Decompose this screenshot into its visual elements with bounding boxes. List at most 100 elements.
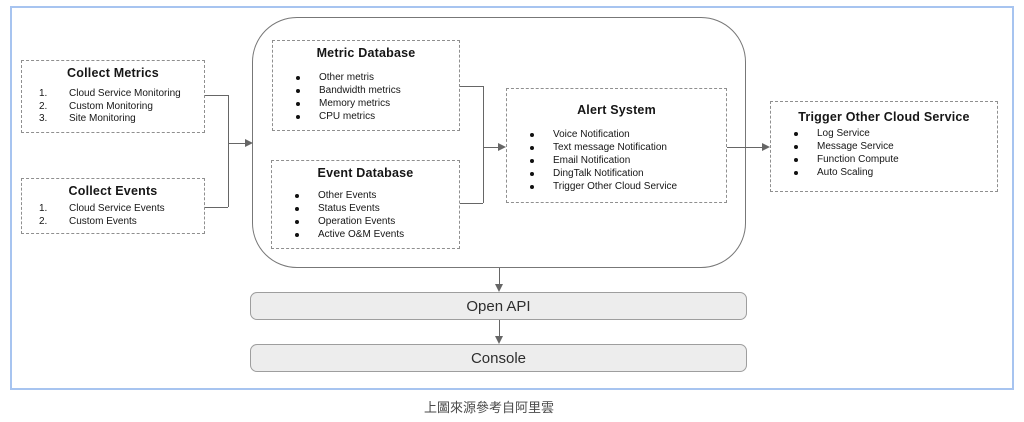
list-item-text: Other Events bbox=[318, 190, 377, 201]
list-item: Log Service bbox=[771, 127, 997, 140]
bullet-icon bbox=[530, 158, 534, 163]
alert-system-box: Alert System Voice Notification Text mes… bbox=[506, 88, 727, 203]
list-item-text: Site Monitoring bbox=[69, 113, 136, 124]
list-item: 2. Custom Monitoring bbox=[22, 101, 204, 114]
list-item: Memory metrics bbox=[273, 97, 459, 110]
list-item: CPU metrics bbox=[273, 110, 459, 123]
arrow-right-icon bbox=[498, 143, 506, 151]
arrow-right-icon bbox=[762, 143, 770, 151]
list-item-text: Auto Scaling bbox=[817, 167, 874, 178]
list-item-text: Voice Notification bbox=[553, 129, 630, 140]
list-item: Active O&M Events bbox=[272, 228, 459, 241]
list-item: Other metris bbox=[273, 71, 459, 84]
event-database-box: Event Database Other Events Status Event… bbox=[271, 160, 460, 249]
connector-line bbox=[460, 86, 483, 87]
list-item-text: Memory metrics bbox=[319, 98, 391, 109]
list-item-text: Status Events bbox=[318, 203, 380, 214]
list-item-text: DingTalk Notification bbox=[553, 168, 644, 179]
connector-line bbox=[228, 143, 247, 144]
trigger-other-cloud-service-list: Log Service Message Service Function Com… bbox=[771, 127, 997, 179]
diagram-caption: 上圖來源參考自阿里雲 bbox=[423, 400, 554, 415]
list-item: Auto Scaling bbox=[771, 166, 997, 179]
bullet-icon bbox=[295, 219, 299, 224]
connector-line bbox=[205, 207, 228, 208]
list-item-text: Custom Events bbox=[69, 215, 137, 227]
collect-events-box: Collect Events 1. Cloud Service Events 2… bbox=[21, 178, 205, 234]
bullet-icon bbox=[530, 145, 534, 150]
bullet-icon bbox=[296, 75, 300, 80]
list-item: Voice Notification bbox=[507, 128, 726, 141]
list-item: Trigger Other Cloud Service bbox=[507, 180, 726, 193]
bullet-icon bbox=[295, 232, 299, 237]
event-database-title: Event Database bbox=[317, 166, 414, 180]
bullet-icon bbox=[794, 131, 798, 136]
list-item: Message Service bbox=[771, 140, 997, 153]
list-item: 2. Custom Events bbox=[22, 216, 204, 229]
list-item-number: 2. bbox=[39, 215, 48, 227]
collect-metrics-title: Collect Metrics bbox=[67, 66, 159, 80]
event-database-list: Other Events Status Events Operation Eve… bbox=[272, 189, 459, 241]
list-item-text: Cloud Service Monitoring bbox=[69, 88, 181, 99]
arrow-down-icon bbox=[495, 284, 503, 292]
connector-line bbox=[460, 203, 483, 204]
trigger-other-cloud-service-box: Trigger Other Cloud Service Log Service … bbox=[770, 101, 998, 192]
console-bar: Console bbox=[250, 344, 747, 372]
bullet-icon bbox=[296, 101, 300, 106]
list-item: Other Events bbox=[272, 189, 459, 202]
connector-line bbox=[727, 147, 763, 148]
list-item: Text message Notification bbox=[507, 141, 726, 154]
bullet-icon bbox=[295, 206, 299, 211]
bullet-icon bbox=[530, 184, 534, 189]
alert-system-list: Voice Notification Text message Notifica… bbox=[507, 128, 726, 193]
list-item-number: 3. bbox=[39, 113, 48, 124]
list-item-text: Text message Notification bbox=[553, 142, 667, 153]
list-item: 1. Cloud Service Monitoring bbox=[22, 88, 204, 101]
list-item-number: 2. bbox=[39, 100, 48, 112]
collect-events-title: Collect Events bbox=[68, 184, 158, 198]
list-item-text: Active O&M Events bbox=[318, 229, 405, 240]
collect-metrics-box: Collect Metrics 1. Cloud Service Monitor… bbox=[21, 60, 205, 133]
list-item-number: 1. bbox=[39, 203, 48, 214]
list-item: 1. Cloud Service Events bbox=[22, 203, 204, 216]
connector-line bbox=[483, 147, 500, 148]
connector-line bbox=[499, 268, 500, 285]
collect-metrics-list: 1. Cloud Service Monitoring 2. Custom Mo… bbox=[22, 88, 204, 126]
list-item: Status Events bbox=[272, 202, 459, 215]
bullet-icon bbox=[794, 144, 798, 149]
bullet-icon bbox=[296, 88, 300, 93]
arrow-down-icon bbox=[495, 336, 503, 344]
list-item-text: Log Service bbox=[817, 128, 870, 139]
connector-line bbox=[228, 95, 229, 207]
list-item-text: Custom Monitoring bbox=[69, 100, 153, 112]
list-item: DingTalk Notification bbox=[507, 167, 726, 180]
list-item: Function Compute bbox=[771, 153, 997, 166]
list-item-text: CPU metrics bbox=[319, 111, 376, 122]
bullet-icon bbox=[794, 157, 798, 162]
list-item: 3. Site Monitoring bbox=[22, 113, 204, 126]
list-item-text: Trigger Other Cloud Service bbox=[553, 181, 678, 192]
bullet-icon bbox=[295, 193, 299, 198]
bullet-icon bbox=[530, 132, 534, 137]
list-item: Operation Events bbox=[272, 215, 459, 228]
list-item-text: Cloud Service Events bbox=[69, 203, 165, 214]
bullet-icon bbox=[530, 171, 534, 176]
list-item-text: Bandwidth metrics bbox=[319, 85, 401, 96]
trigger-other-cloud-service-title: Trigger Other Cloud Service bbox=[798, 110, 970, 124]
list-item-text: Function Compute bbox=[817, 154, 899, 165]
open-api-label: Open API bbox=[466, 297, 531, 315]
console-label: Console bbox=[470, 349, 527, 367]
list-item-text: Other metris bbox=[319, 72, 375, 83]
bullet-icon bbox=[794, 170, 798, 175]
bullet-icon bbox=[296, 114, 300, 119]
metric-database-title: Metric Database bbox=[316, 46, 416, 60]
connector-line bbox=[205, 95, 228, 96]
metric-database-box: Metric Database Other metris Bandwidth m… bbox=[272, 40, 460, 131]
connector-line bbox=[483, 86, 484, 203]
metric-database-list: Other metris Bandwidth metrics Memory me… bbox=[273, 71, 459, 123]
list-item: Bandwidth metrics bbox=[273, 84, 459, 97]
list-item-number: 1. bbox=[39, 88, 48, 99]
list-item-text: Operation Events bbox=[318, 216, 396, 227]
alert-system-title: Alert System bbox=[577, 103, 656, 117]
list-item-text: Message Service bbox=[817, 141, 894, 152]
